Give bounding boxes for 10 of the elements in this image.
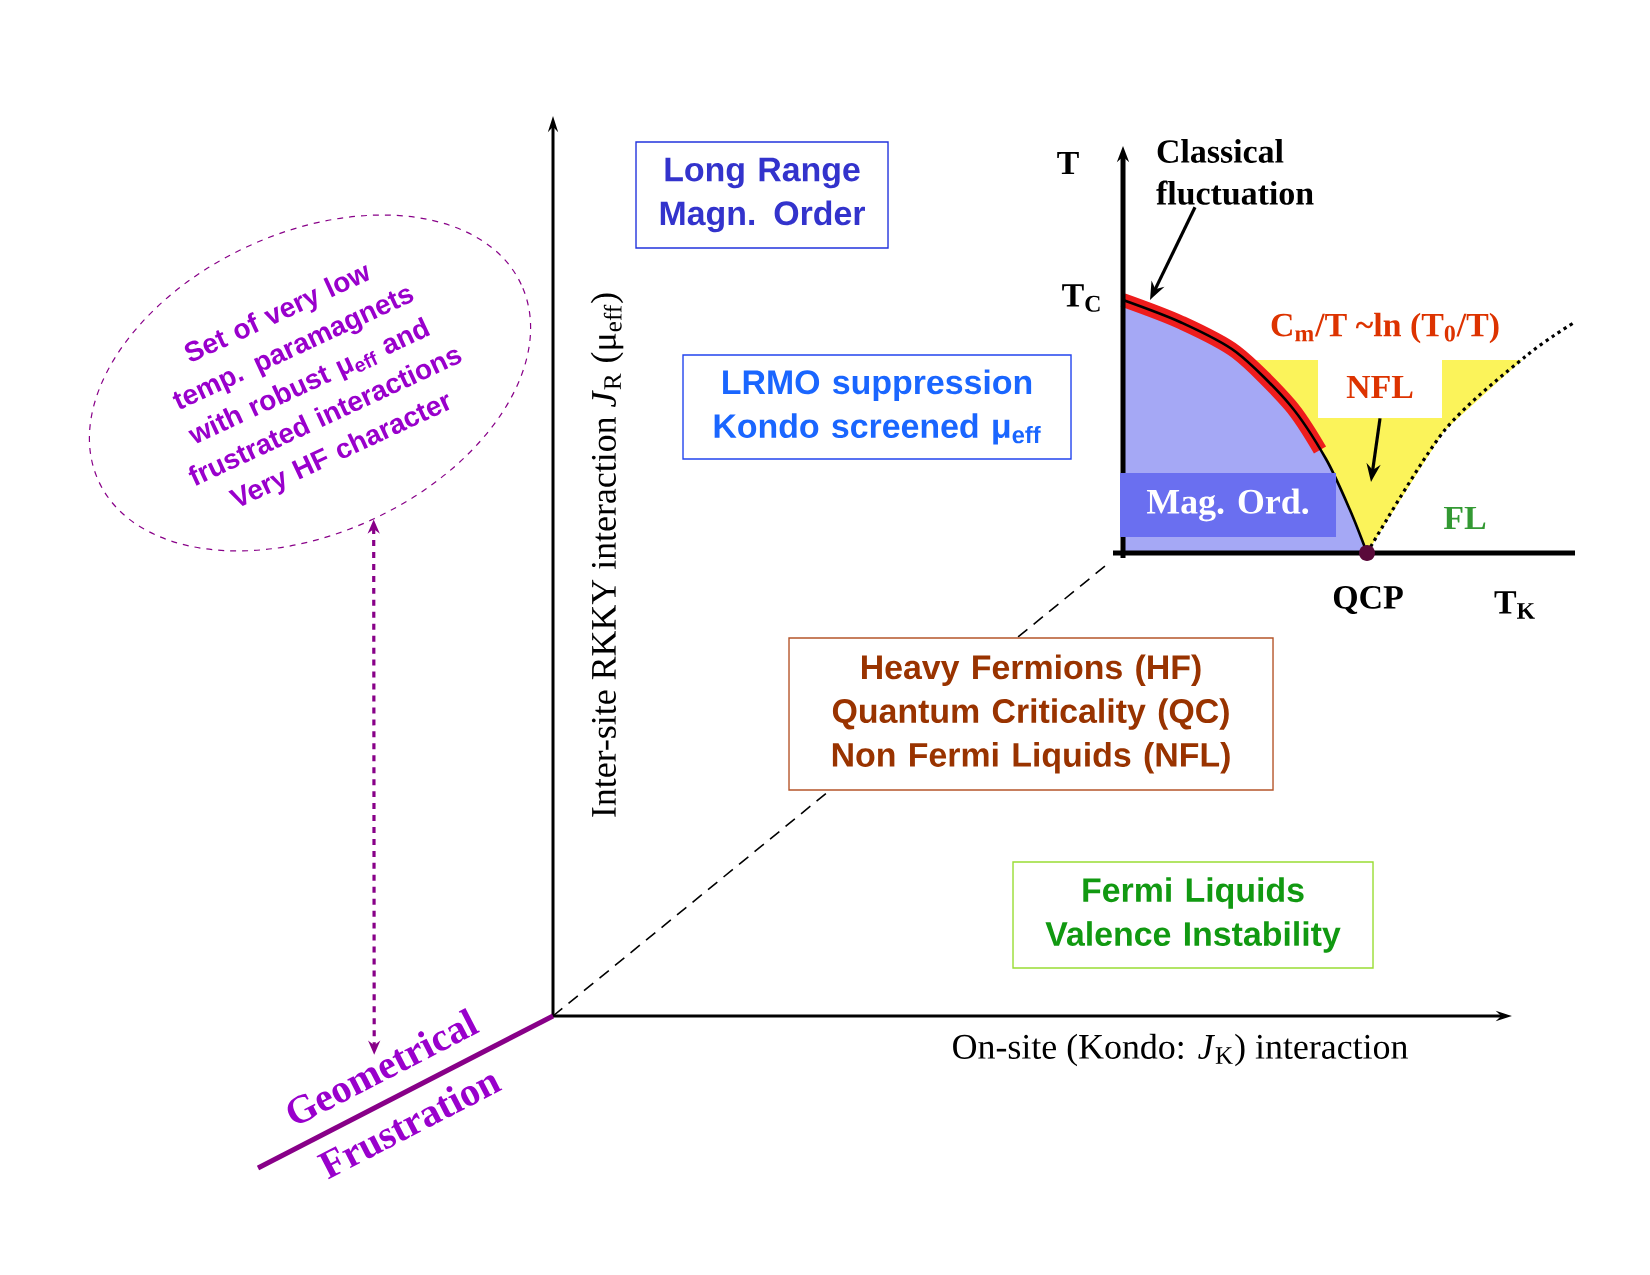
axis-label: T$_{K}$ [1494, 591, 1535, 619]
region-box: Heavy Fermions (HF) Quantum Criticality (QC) Non Fermi Liquids (NFL) [788, 637, 1274, 791]
region-box: Fermi Liquids Valence Instability [1012, 861, 1374, 969]
axis-label: Inter-site RKKY interaction J$_{R}$ (μ$_{eff}$) [590, 293, 624, 817]
region-box: LRMO suppression Kondo screened μ$_{eff}$ [682, 354, 1072, 460]
region-box: Long Range Magn. Order [635, 141, 889, 249]
axis-label: T [1057, 151, 1079, 175]
point-label: QCP [1333, 586, 1403, 614]
tick-label: T$_{C}$ [1062, 284, 1100, 312]
axis-label: On-site (Kondo: J$_{K}$) interaction [953, 1033, 1408, 1067]
